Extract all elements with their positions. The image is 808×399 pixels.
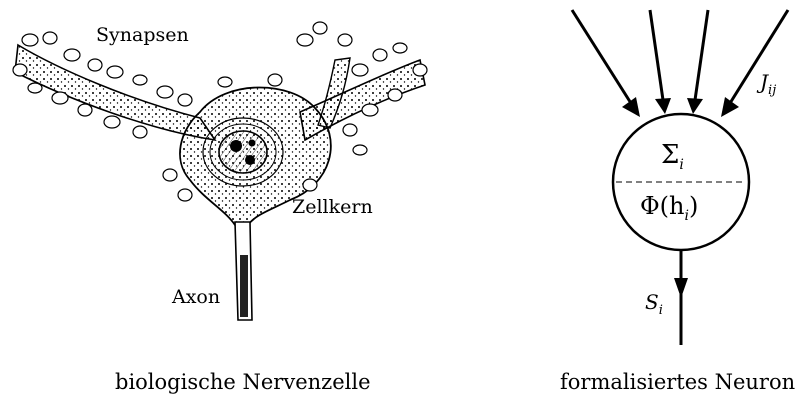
input-line-3 [695,10,708,100]
nucleus [219,131,267,173]
synapses-label: Synapsen [96,24,189,46]
activation-function: Φ(hi) [640,192,698,224]
formal-neuron-caption: formalisiertes Neuron [560,370,795,394]
nucleus-label: Zellkern [292,196,373,218]
weight-label: Jij [760,70,776,98]
output-arrowhead [674,278,688,298]
axon-label: Axon [172,286,220,308]
input-arrowhead-4 [721,97,739,117]
input-line-1 [572,10,634,108]
input-arrowhead-1 [622,97,640,117]
formal-neuron-diagram [572,10,788,345]
input-arrowhead-2 [655,98,671,114]
sum-symbol: Σi [661,140,684,173]
biological-neuron-illustration [13,22,427,320]
input-arrowhead-3 [687,98,703,114]
input-line-4 [727,10,788,108]
output-label: Si [645,290,663,318]
input-line-2 [650,10,663,100]
biological-neuron-caption: biologische Nervenzelle [115,370,371,394]
